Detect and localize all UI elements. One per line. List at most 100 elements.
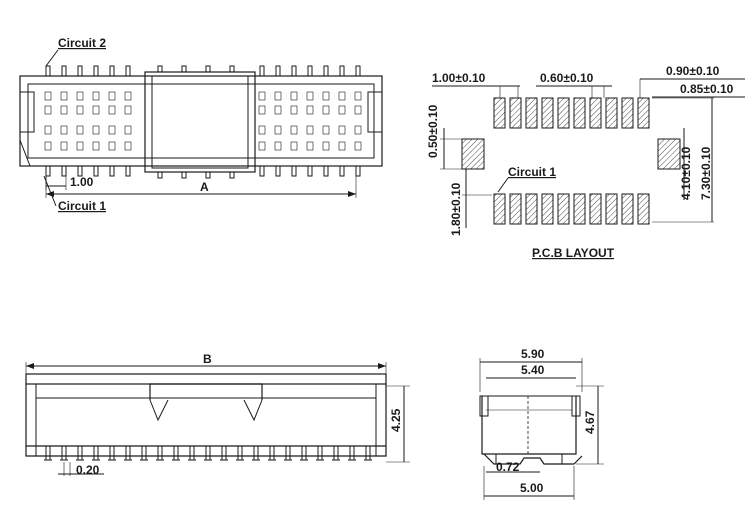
cover-pin xyxy=(205,65,211,73)
terminal-pin xyxy=(275,65,281,77)
cover-pin xyxy=(229,65,235,73)
pitch-dimension: 1.00 xyxy=(70,175,94,189)
contact-cell xyxy=(44,125,52,135)
cover-pin xyxy=(229,171,235,179)
terminal-pin xyxy=(93,65,99,77)
terminal-pin xyxy=(93,165,99,177)
side-lead xyxy=(301,445,307,461)
pcb-circuit-1-label: Circuit 1 xyxy=(508,165,556,179)
pcb-pad xyxy=(557,97,570,129)
pcb-pad xyxy=(525,97,538,129)
contact-cell xyxy=(92,91,100,101)
pcb-pad xyxy=(605,97,618,129)
side-lead xyxy=(93,445,99,461)
cover-pin xyxy=(181,171,187,179)
terminal-pin xyxy=(259,165,265,177)
pcb-layout-title: P.C.B LAYOUT xyxy=(532,246,615,260)
side-lead xyxy=(253,445,259,461)
pcb-pad xyxy=(637,193,650,225)
terminal-pin xyxy=(355,165,361,177)
terminal-pin xyxy=(259,65,265,77)
contact-cell xyxy=(60,91,68,101)
contact-cell xyxy=(76,125,84,135)
side-lead xyxy=(45,445,51,461)
end-height: 4.67 xyxy=(583,410,597,434)
side-lead xyxy=(365,445,371,461)
terminal-pin xyxy=(61,65,67,77)
center-cover xyxy=(144,71,256,173)
pcb-pad xyxy=(573,193,586,225)
terminal-pin xyxy=(339,165,345,177)
side-lead-row xyxy=(44,445,372,461)
contact-cell xyxy=(92,125,100,135)
contact-cell xyxy=(60,105,68,115)
pcb-pad-row-bottom xyxy=(493,193,650,225)
pcb-dim-410: 4.10±0.10 xyxy=(679,146,693,200)
contact-cell xyxy=(108,125,116,135)
contact-cell xyxy=(274,141,282,151)
terminal-grid xyxy=(44,91,362,151)
contact-cell xyxy=(76,105,84,115)
contact-cell xyxy=(322,91,330,101)
terminal-pin xyxy=(125,65,131,77)
contact-cell xyxy=(60,141,68,151)
side-lead xyxy=(349,445,355,461)
contact-cell xyxy=(108,141,116,151)
pcb-pad-row-top xyxy=(493,97,650,129)
contact-cell xyxy=(354,105,362,115)
circuit-1-label: Circuit 1 xyxy=(58,199,106,213)
bottom-terminal-row xyxy=(45,165,361,179)
contact-cell xyxy=(338,105,346,115)
contact-cell xyxy=(306,141,314,151)
pcb-pad xyxy=(621,193,634,225)
circuit-2-label: Circuit 2 xyxy=(58,36,106,50)
contact-cell xyxy=(322,141,330,151)
contact-cell xyxy=(338,91,346,101)
contact-cell xyxy=(258,105,266,115)
top-terminal-row xyxy=(45,65,361,77)
contact-cell xyxy=(60,125,68,135)
contact-cell xyxy=(274,125,282,135)
pcb-pad xyxy=(605,193,618,225)
terminal-pin xyxy=(355,65,361,77)
contact-cell xyxy=(338,125,346,135)
side-lead xyxy=(141,445,147,461)
contact-cell xyxy=(306,105,314,115)
pcb-pad xyxy=(589,97,602,129)
contact-cell xyxy=(290,125,298,135)
pcb-dim-090: 0.90±0.10 xyxy=(666,64,720,78)
contact-cell xyxy=(258,141,266,151)
pcb-side-pad-left xyxy=(461,138,485,170)
terminal-pin xyxy=(339,65,345,77)
terminal-pin xyxy=(275,165,281,177)
pcb-pad xyxy=(573,97,586,129)
dimension-a: A xyxy=(200,180,209,194)
pcb-pad xyxy=(589,193,602,225)
terminal-pin xyxy=(307,65,313,77)
terminal-pin xyxy=(45,65,51,77)
contact-cell xyxy=(92,141,100,151)
terminal-pin xyxy=(323,65,329,77)
base-width: 5.00 xyxy=(520,481,544,495)
side-lead xyxy=(205,445,211,461)
contact-cell xyxy=(306,91,314,101)
contact-cell xyxy=(258,125,266,135)
pcb-pad xyxy=(493,193,506,225)
end-view: 5.90 5.40 4.67 0.72 5.00 xyxy=(479,347,604,500)
end-width-outer: 5.90 xyxy=(521,347,545,361)
cover-pin xyxy=(181,65,187,73)
contact-cell xyxy=(44,141,52,151)
pcb-pad xyxy=(541,97,554,129)
pcb-pad xyxy=(509,97,522,129)
contact-cell xyxy=(274,91,282,101)
contact-cell xyxy=(92,105,100,115)
contact-cell xyxy=(322,105,330,115)
pcb-pad xyxy=(621,97,634,129)
contact-cell xyxy=(306,125,314,135)
pcb-pad xyxy=(525,193,538,225)
terminal-pin xyxy=(77,65,83,77)
side-height: 4.25 xyxy=(389,408,403,432)
pcb-pitch-1: 1.00±0.10 xyxy=(432,71,486,85)
pcb-pad xyxy=(493,97,506,129)
